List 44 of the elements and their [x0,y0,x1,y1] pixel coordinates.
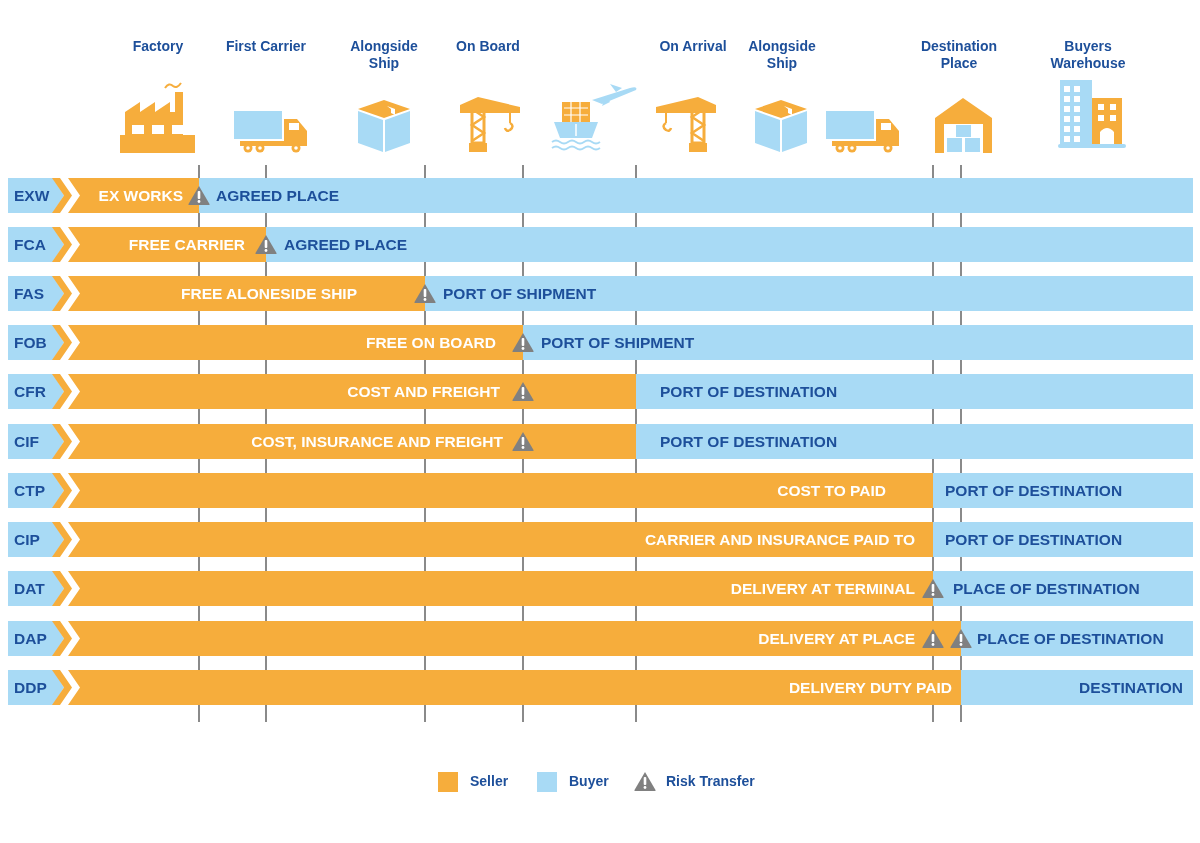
seller-bar: EX WORKS [52,178,199,213]
column-heading: Destination Place [919,38,999,72]
seller-bar: DELIVERY DUTY PAID [52,670,961,705]
seller-bar: COST AND FREIGHT [52,374,636,409]
seller-bar: FREE ALONESIDE SHIP [52,276,425,311]
term-code-tag: CIP [8,522,64,557]
term-code-tag: DDP [8,670,64,705]
seller-bar: DELIVERY AT PLACE [52,621,961,656]
term-code-tag: FCA [8,227,64,262]
column-heading: On Arrival [658,38,728,55]
buyer-bar: PORT OF SHIPMENT [523,325,1193,360]
legend-label: Risk Transfer [666,773,755,789]
seller-bar: CARRIER AND INSURANCE PAID TO [52,522,933,557]
buyer-bar: AGREED PLACE [266,227,1193,262]
term-code-tag: FOB [8,325,64,360]
legend-label: Seller [470,773,509,789]
seller-bar: DELIVERY AT TERMINAL [52,571,933,606]
term-code-tag: EXW [8,178,64,213]
term-code-tag: FAS [8,276,64,311]
term-code-tag: CFR [8,374,64,409]
seller-bar: COST TO PAID [52,473,933,508]
seller-bar: FREE ON BOARD [52,325,523,360]
buyer-bar: PORT OF DESTINATION [636,374,1193,409]
buyer-bar: PORT OF DESTINATION [636,424,1193,459]
term-code-tag: CTP [8,473,64,508]
seller-bar: COST, INSURANCE AND FREIGHT [52,424,636,459]
term-code-tag: DAP [8,621,64,656]
column-heading: Buyers Warehouse [1049,38,1127,72]
buyer-bar: AGREED PLACE [199,178,1193,213]
buyer-bar: PLACE OF DESTINATION [961,621,1193,656]
seller-bar: FREE CARRIER [52,227,266,262]
column-heading: Alongside Ship [349,38,419,72]
buyer-bar: PLACE OF DESTINATION [933,571,1193,606]
term-code-tag: DAT [8,571,64,606]
column-heading: Alongside Ship [747,38,817,72]
column-heading: First Carrier [224,38,308,55]
column-heading: On Board [455,38,521,55]
buyer-bar: PORT OF SHIPMENT [425,276,1193,311]
column-heading: Factory [131,38,185,55]
buyer-bar: PORT OF DESTINATION [933,522,1193,557]
term-code-tag: CIF [8,424,64,459]
buyer-bar: DESTINATION [961,670,1193,705]
legend-label: Buyer [569,773,609,789]
buyer-bar: PORT OF DESTINATION [933,473,1193,508]
